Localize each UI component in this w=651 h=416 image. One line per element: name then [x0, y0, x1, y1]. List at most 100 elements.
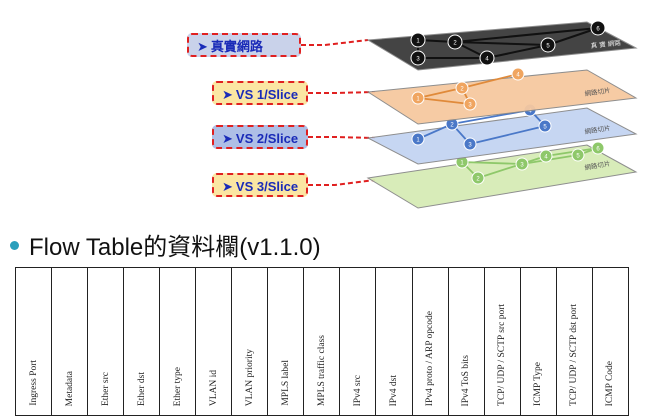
column-mpls-label: MPLS label: [280, 360, 291, 406]
layer-node-vs3-1: [471, 171, 485, 185]
layer-node-label-real-4: 5: [546, 44, 550, 50]
flow-table-cell: Ingress Port: [14, 267, 53, 416]
layer-node-label-vs2-4: 5: [543, 125, 547, 131]
flow-table-cell: TCP/ UDP / SCTP dst port: [555, 267, 593, 416]
flow-table: Ingress Port Metadata Ether src Ether ds…: [14, 267, 630, 416]
flow-table-cell: ICMP Code: [591, 267, 630, 416]
arrow-icon: ➤: [222, 131, 233, 146]
layer-node-label-real-3: 4: [485, 57, 489, 63]
flow-table-cell: IPv4 src: [339, 267, 377, 416]
layer-link-real-7: [454, 27, 599, 43]
layer-node-real-1: [447, 34, 463, 50]
column-ipv4-src: IPv4 src: [352, 374, 363, 406]
layer-node-label-vs1-2: 3: [468, 103, 472, 109]
connector-line-1: [308, 91, 376, 94]
callout-vs2-slice: ➤VS 2/Slice: [212, 125, 308, 149]
column-metadata: Metadata: [64, 370, 75, 406]
layer-link-real-4: [486, 44, 549, 59]
callout-real-network: ➤真實網路: [187, 33, 301, 57]
column-vlan-id: VLAN id: [208, 369, 219, 406]
layer-link-real-5: [547, 27, 599, 46]
layer-node-real-4: [540, 37, 556, 53]
layer-node-vs2-4: [538, 119, 552, 133]
flow-table-header-row: Ingress Port Metadata Ether src Ether ds…: [14, 267, 630, 416]
layer-node-real-0: [410, 32, 426, 48]
arrow-icon: ➤: [222, 87, 233, 102]
flow-table-cell: IPv4 ToS bits: [447, 267, 485, 416]
layer-link-vs2-4: [469, 125, 546, 145]
layer-node-vs3-5: [591, 141, 605, 155]
flow-table-cell: IPv4 dst: [375, 267, 413, 416]
column-ipv4-proto: IPv4 proto / ARP opcode: [425, 310, 436, 406]
layer-node-label-vs1-3: 4: [516, 73, 520, 79]
layer-node-vs1-0: [411, 91, 425, 105]
column-icmp-code: ICMP Code: [605, 360, 616, 406]
column-icmp-type: ICMP Type: [533, 362, 544, 406]
flow-table-cell: VLAN priority: [231, 267, 269, 416]
flow-table-cell: ICMP Type: [519, 267, 557, 416]
callout-vs3-label: VS 3/Slice: [235, 179, 299, 194]
column-ipv4-tos: IPv4 ToS bits: [461, 354, 472, 406]
layer-node-vs3-4: [571, 148, 585, 162]
layer-node-label-real-0: 1: [416, 39, 420, 45]
column-ether-src: Ether src: [100, 371, 111, 406]
column-ipv4-dst: IPv4 dst: [388, 374, 399, 406]
layer-node-vs1-3: [511, 67, 525, 81]
layer-link-real-6: [454, 41, 549, 46]
layer-node-label-vs3-3: 4: [544, 155, 548, 161]
layer-node-label-vs2-0: 1: [416, 138, 420, 144]
layer-node-label-vs3-5: 6: [596, 147, 600, 153]
flow-table-cell: Ether dst: [123, 267, 161, 416]
bullet-icon: [10, 240, 19, 250]
layer-node-real-5: [590, 20, 606, 36]
flow-table-cell: VLAN id: [195, 267, 233, 416]
layer-plane-vs3: [366, 144, 638, 209]
layer-link-vs3-2: [477, 155, 547, 179]
column-ingress-port: Ingress Port: [28, 360, 39, 406]
flow-table-cell: MPLS label: [267, 267, 305, 416]
layer-link-vs1-0: [417, 87, 463, 99]
connector-line-3: [308, 179, 376, 186]
column-ether-type: Ether type: [172, 366, 183, 406]
column-mpls-traffic-class: MPLS traffic class: [316, 334, 327, 406]
callout-vs3-slice: ➤VS 3/Slice: [212, 173, 308, 197]
layer-node-vs3-2: [515, 157, 529, 171]
column-ether-dst: Ether dst: [136, 371, 147, 406]
flow-table-cell: IPv4 proto / ARP opcode: [411, 267, 449, 416]
flow-table-heading: Flow Table的資料欄(v1.1.0): [10, 228, 321, 261]
layer-node-label-vs2-1: 2: [450, 123, 454, 129]
layer-link-vs1-2: [417, 97, 471, 105]
layer-label-vs3: 網路切片: [584, 159, 611, 172]
layer-node-label-real-5: 6: [596, 27, 600, 33]
callout-vs1-label: VS 1/Slice: [235, 87, 299, 102]
flow-table-cell: Metadata: [51, 267, 89, 416]
layer-link-vs3-1: [461, 161, 523, 165]
callout-real-network-label: 真實網路: [210, 39, 263, 54]
layer-link-vs1-3: [461, 73, 519, 89]
layer-node-label-vs1-1: 2: [460, 87, 464, 93]
layer-node-label-vs3-2: 3: [520, 163, 524, 169]
layer-node-label-vs3-1: 2: [476, 177, 480, 183]
layer-node-vs1-1: [455, 81, 469, 95]
flow-table-cell: MPLS traffic class: [303, 267, 341, 416]
layer-label-real: 真 實 網路: [590, 38, 621, 50]
layer-link-vs3-4: [545, 147, 599, 157]
layer-node-label-vs2-3: 4: [528, 109, 532, 115]
layer-node-vs1-2: [463, 97, 477, 111]
layer-node-label-vs2-2: 3: [468, 143, 472, 149]
layer-node-label-vs1-0: 1: [416, 97, 420, 103]
layer-node-real-3: [479, 50, 495, 66]
layer-node-label-vs3-4: 5: [576, 154, 580, 160]
flow-table-cell: Ether src: [87, 267, 125, 416]
connector-line-2: [308, 136, 376, 139]
layer-node-label-real-1: 2: [453, 41, 457, 47]
connector-line-0: [301, 39, 369, 46]
layer-node-vs3-3: [539, 149, 553, 163]
arrow-icon: ➤: [197, 39, 208, 54]
arrow-icon: ➤: [222, 179, 233, 194]
flow-table-heading-text: Flow Table的資料欄(v1.1.0): [29, 233, 321, 261]
layer-label-vs2: 網路切片: [584, 123, 611, 136]
layer-node-label-real-2: 3: [416, 57, 420, 63]
layer-node-vs2-2: [463, 137, 477, 151]
